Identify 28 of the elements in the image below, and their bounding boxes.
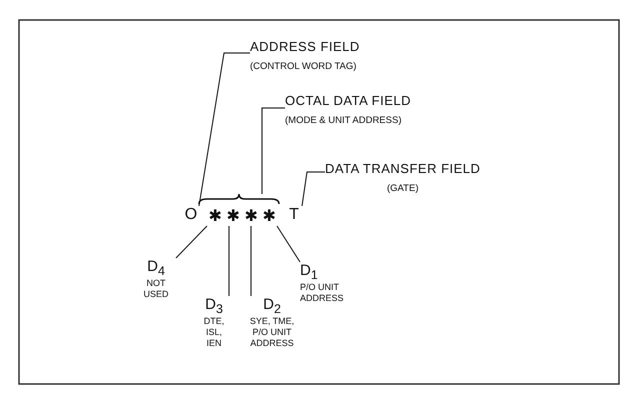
- word-character: T: [286, 206, 302, 224]
- leader-line: [176, 226, 208, 258]
- leader-line: [262, 108, 286, 194]
- bit-description: P/O UNIT ADDRESS: [300, 282, 345, 304]
- field-description: (GATE): [387, 183, 418, 194]
- field-name: DATA TRANSFER FIELD: [325, 161, 480, 176]
- word-character: ✱: [207, 206, 223, 226]
- bit-description: SYE, TME, P/O UNIT ADDRESS: [248, 316, 296, 349]
- leader-line: [198, 52, 250, 206]
- leader-line: [276, 226, 300, 262]
- bit-description: DTE, ISL, IEN: [202, 316, 226, 349]
- leader-line: [302, 172, 326, 206]
- bit-description: NOT USED: [142, 278, 170, 300]
- curly-brace: [198, 193, 280, 204]
- word-character: ✱: [243, 206, 259, 226]
- bit-name: D$_{3}$: [205, 296, 223, 316]
- field-description: (CONTROL WORD TAG): [250, 61, 356, 72]
- bit-name: D$_{1}$: [300, 262, 318, 282]
- word-character: ✱: [261, 206, 277, 226]
- bit-name: D$_{4}$: [147, 258, 165, 278]
- leader-line: [228, 226, 230, 296]
- field-description: (MODE & UNIT ADDRESS): [285, 115, 402, 126]
- field-name: ADDRESS FIELD: [250, 39, 360, 54]
- leader-line: [250, 226, 252, 296]
- field-name: OCTAL DATA FIELD: [285, 93, 411, 108]
- word-character: ✱: [225, 206, 241, 226]
- bit-name: D$_{2}$: [263, 296, 281, 316]
- word-character: O: [183, 206, 199, 224]
